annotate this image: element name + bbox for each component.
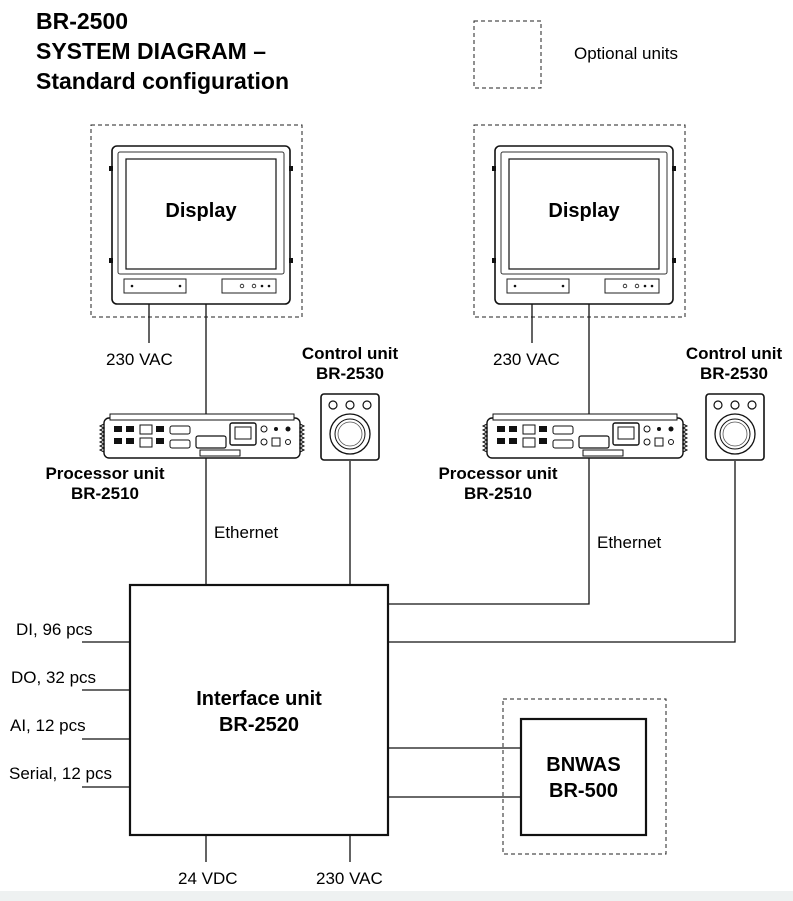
title-line-2: SYSTEM DIAGRAM – [36,38,267,64]
right-control-unit [705,393,765,461]
bnwas-box [519,717,648,837]
io-serial-label: Serial, 12 pcs [9,764,112,783]
bnwas-name: BNWAS [546,754,621,776]
left-processor-unit-name: Processor unit [45,464,165,483]
bnwas-label: BNWAS BR-500 [521,752,646,804]
interface-unit-name: Interface unit [196,688,322,710]
left-processor-unit-label: Processor unit BR-2510 [30,464,180,504]
left-processor-unit-model: BR-2510 [70,484,140,503]
right-display-label: Display [548,200,620,222]
left-control-unit [320,393,380,461]
right-control-unit-name: Control unit [685,344,783,363]
optional-frame-left-display [90,124,303,318]
interface-unit-model: BR-2520 [218,714,300,736]
interface-unit-box [128,583,390,837]
title-line-1: BR-2500 [36,8,129,34]
bottom-ac-power-label: 230 VAC [316,869,383,888]
right-processor-unit-name: Processor unit [438,464,558,483]
interface-unit-label: Interface unit BR-2520 [130,686,388,738]
legend-optional-box [473,20,542,89]
right-display-power-label: 230 VAC [493,350,560,369]
io-ai-label: AI, 12 pcs [10,716,86,735]
bottom-dc-power-label: 24 VDC [178,869,238,888]
right-control-unit-model: BR-2530 [699,364,769,383]
left-control-unit-label: Control unit BR-2530 [290,344,410,384]
right-control-unit-label: Control unit BR-2530 [674,344,793,384]
right-processor-unit-model: BR-2510 [463,484,533,503]
left-display-power-label: 230 VAC [106,350,173,369]
bottom-strip [0,891,793,901]
right-processor-unit-label: Processor unit BR-2510 [423,464,573,504]
io-do-label: DO, 32 pcs [11,668,97,687]
right-processor-unit [482,413,688,459]
left-processor-unit [99,413,305,459]
optional-frame-right-display [473,124,686,318]
left-ethernet-label: Ethernet [214,523,279,542]
left-display-label: Display [165,200,237,222]
io-di-label: DI, 96 pcs [16,620,93,639]
right-display-unit [491,145,677,305]
right-ethernet-label: Ethernet [597,533,662,552]
connection-lines [82,304,736,862]
left-display-unit [108,145,294,305]
optional-frame-bnwas [502,698,667,855]
left-control-unit-name: Control unit [301,344,399,363]
title-line-3: Standard configuration [36,68,289,94]
bnwas-model: BR-500 [549,780,618,802]
legend-label: Optional units [574,44,678,63]
diagram-title: BR-2500 SYSTEM DIAGRAM – Standard config… [36,6,289,96]
left-control-unit-model: BR-2530 [315,364,385,383]
